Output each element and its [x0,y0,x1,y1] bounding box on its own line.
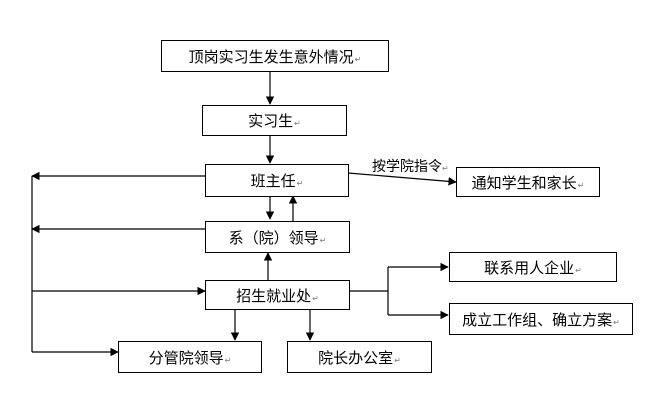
paragraph-mark: ↵ [296,179,304,188]
node-accident: 顶岗实习生发生意外情况↵ [161,40,389,72]
node-intern-label: 实习生 [248,112,294,130]
paragraph-mark: ↵ [577,180,585,190]
node-employment-office: 招生就业处↵ [205,280,350,310]
paragraph-mark: ↵ [354,54,362,64]
paragraph-mark: ↵ [312,293,319,303]
paragraph-mark: ↵ [442,164,449,173]
node-contact-company: 联系用人企业↵ [449,252,617,282]
edge-label-by-instruction: 按学院指令↵ [372,156,449,176]
node-college-leader-label: 分管院领导 [148,348,224,367]
node-college-leader: 分管院领导↵ [118,341,262,373]
node-employment-office-label: 招生就业处 [236,286,312,305]
node-dept-leader: 系（院）领导↵ [205,221,350,253]
node-headteacher-label: 班主任 [250,172,296,190]
node-notify: 通知学生和家长↵ [456,167,600,197]
arrow-headteacher-to-notify [347,172,457,186]
node-working-group: 成立工作组、确立方案↵ [449,303,633,335]
paragraph-mark: ↵ [613,317,620,327]
edge-label-by-instruction-text: 按学院指令 [372,159,442,175]
paragraph-mark: ↵ [394,355,401,365]
node-contact-company-label: 联系用人企业 [484,258,575,277]
paragraph-mark: ↵ [575,265,582,275]
paragraph-mark: ↵ [319,235,327,245]
node-intern: 实习生↵ [202,105,347,136]
node-dept-leader-label: 系（院）领导 [228,228,319,247]
node-working-group-label: 成立工作组、确立方案 [462,310,613,329]
paragraph-mark: ↵ [294,119,301,128]
node-headteacher: 班主任↵ [205,164,349,197]
node-notify-label: 通知学生和家长 [471,173,577,192]
paragraph-mark: ↵ [224,355,232,365]
node-president-office-label: 院长办公室 [318,348,394,367]
node-president-office: 院长办公室↵ [287,341,432,373]
node-accident-label: 顶岗实习生发生意外情况 [188,47,354,66]
